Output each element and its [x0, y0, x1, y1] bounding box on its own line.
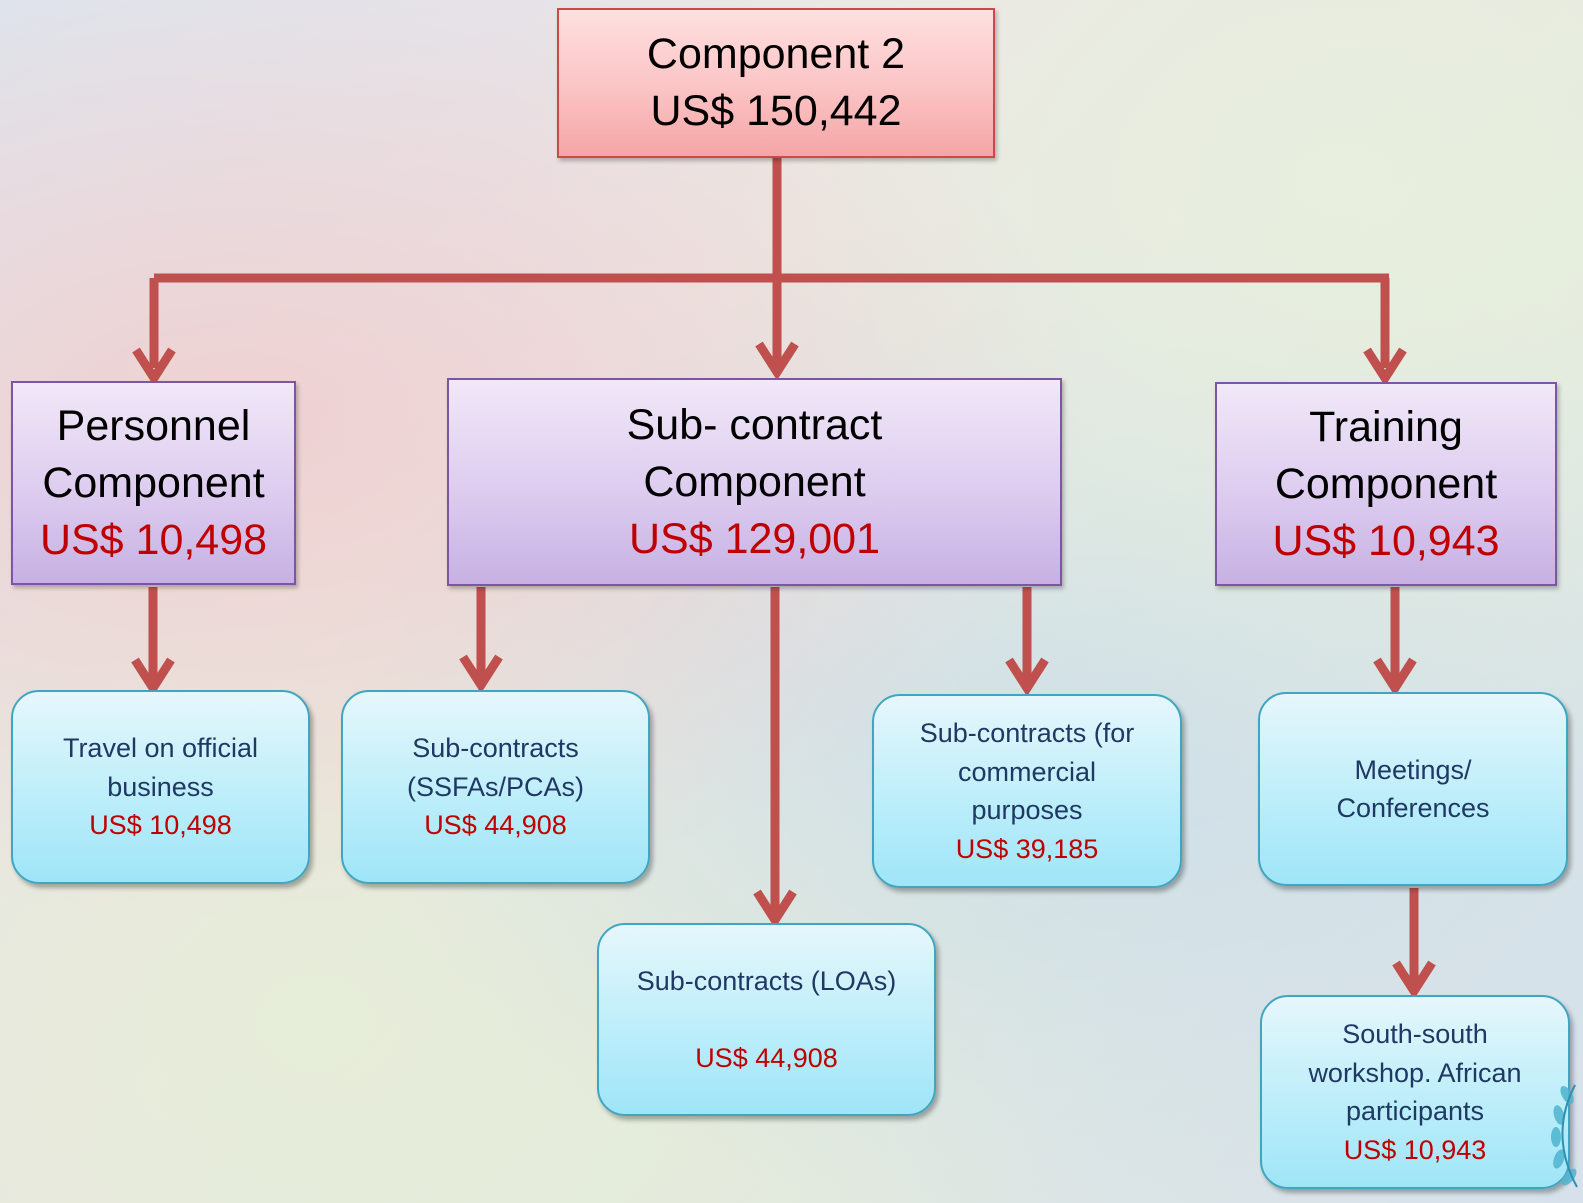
arrowhead: [753, 889, 797, 929]
workshop-amount: US$ 10,943: [1343, 1134, 1487, 1165]
workshop-label-3: participants: [1345, 1096, 1485, 1126]
loas-label: Sub-contracts (LOAs): [636, 966, 897, 996]
ssfas-item-node: Sub-contracts (SSFAs/PCAs) US$ 44,908: [341, 690, 650, 884]
meetings-item-node: Meetings/ Conferences: [1258, 692, 1568, 886]
arrowhead: [1392, 960, 1436, 1000]
arrowhead: [1373, 657, 1417, 697]
subcontract-amount: US$ 129,001: [628, 514, 881, 563]
arrowhead: [1005, 657, 1049, 697]
commercial-item-node: Sub-contracts (for commercial purposes U…: [872, 694, 1182, 888]
commercial-label-2: commercial: [957, 756, 1097, 787]
subcontract-label-2: Component: [643, 457, 866, 506]
personnel-label-1: Personnel: [56, 401, 251, 450]
travel-label-1: Travel on official: [62, 733, 259, 764]
subcontract-component-node: Sub- contract Component US$ 129,001: [447, 378, 1062, 586]
training-label-1: Training: [1309, 402, 1463, 451]
personnel-component-node: Personnel Component US$ 10,498: [11, 381, 296, 585]
commercial-label-3: purposes: [971, 795, 1083, 825]
personnel-label-2: Component: [42, 458, 265, 507]
laurel-emblem-icon: [1551, 1084, 1578, 1188]
arrowhead: [459, 654, 503, 694]
loas-item-node: Sub-contracts (LOAs) US$ 44,908: [597, 923, 936, 1116]
ssfas-label-1: Sub-contracts: [412, 733, 579, 764]
arrowhead: [132, 347, 176, 387]
workshop-item-node: South-south workshop. African participan…: [1260, 995, 1570, 1189]
workshop-label-1: South-south: [1342, 1019, 1488, 1049]
personnel-amount: US$ 10,498: [39, 515, 268, 564]
root-title: Component 2: [646, 30, 906, 78]
arrowhead: [1363, 347, 1407, 387]
ssfas-label-2: (SSFAs/PCAs): [406, 771, 585, 802]
arrowhead: [131, 657, 175, 697]
travel-amount: US$ 10,498: [89, 810, 232, 841]
training-label-2: Component: [1274, 459, 1498, 508]
travel-label-2: business: [107, 771, 214, 802]
training-amount: US$ 10,943: [1272, 516, 1500, 565]
commercial-label-1: Sub-contracts (for: [919, 718, 1135, 748]
workshop-label-2: workshop. African: [1308, 1057, 1522, 1088]
travel-item-node: Travel on official business US$ 10,498: [11, 690, 310, 884]
ssfas-amount: US$ 44,908: [424, 810, 567, 841]
root-amount: US$ 150,442: [650, 87, 902, 135]
training-component-node: Training Component US$ 10,943: [1215, 382, 1557, 586]
root-node-component-2: Component 2 US$ 150,442: [557, 8, 995, 158]
arrowhead: [755, 341, 799, 381]
subcontract-label-1: Sub- contract: [626, 400, 883, 449]
meetings-label-2: Conferences: [1336, 793, 1490, 823]
commercial-amount: US$ 39,185: [955, 833, 1099, 864]
meetings-label-1: Meetings/: [1354, 754, 1472, 785]
loas-amount: US$ 44,908: [695, 1042, 838, 1073]
